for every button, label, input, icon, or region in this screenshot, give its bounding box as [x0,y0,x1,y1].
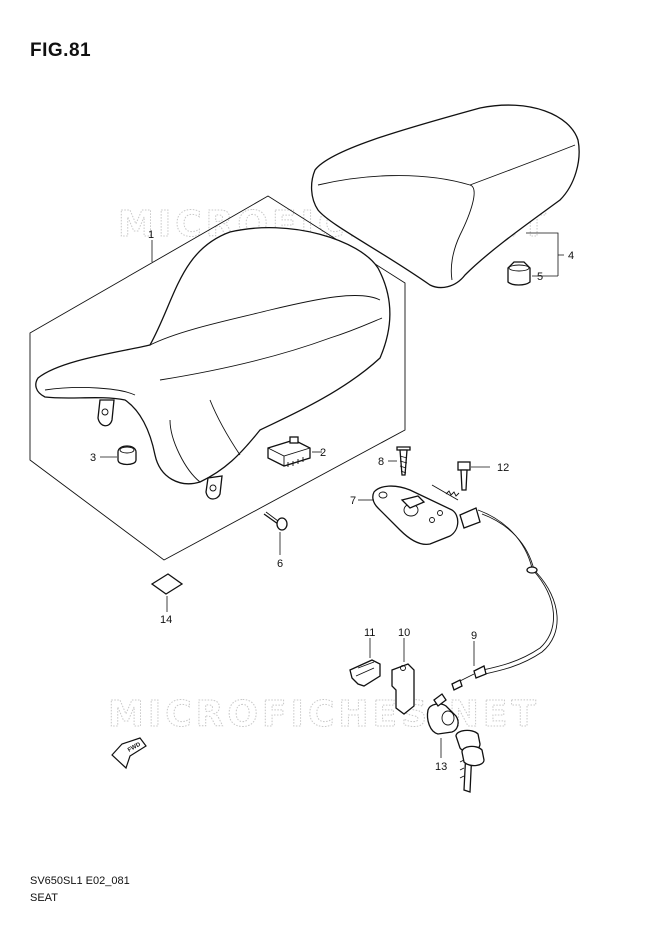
diagram-code: SV650SL1 E02_081 [30,875,130,887]
callout-5: 5 [537,271,543,283]
callout-2: 2 [320,447,326,459]
bolt-part-6 [263,511,288,531]
callout-7: 7 [350,495,356,507]
callout-11: 11 [364,627,375,639]
screw-part-8 [396,446,411,476]
callout-6: 6 [277,558,283,570]
seat-lock-bracket-part-7 [372,485,459,546]
key-cylinder-part-13 [426,693,485,793]
callout-3: 3 [90,452,96,464]
bolt-part-12 [457,461,471,491]
diagram-caption: SEAT [30,892,58,904]
cushion-part-3 [117,445,137,466]
figure-title: FIG.81 [30,40,92,61]
cable-end-part-9 [451,673,475,691]
rubber-cap-part-5 [507,261,531,286]
seat-lock-cable [431,484,558,679]
front-seat [35,227,391,500]
fwd-arrow-icon: FWD [111,737,147,770]
callout-4: 4 [568,250,574,262]
callout-9: 9 [471,630,477,642]
callout-10: 10 [398,627,410,639]
lock-holder-part-10 [391,663,415,715]
callout-1: 1 [148,229,154,241]
rear-seat [310,104,580,289]
watermark-bottom: MICROFICHES.NET [108,694,540,735]
callout-8: 8 [378,456,384,468]
seat-group-boundary [29,195,406,561]
clip-part-11 [349,659,381,687]
callout-13: 13 [435,761,447,773]
callout-12: 12 [497,462,509,474]
pad-part-14 [150,573,184,595]
damper-block-part-2 [267,436,311,467]
callout-14: 14 [160,614,172,626]
